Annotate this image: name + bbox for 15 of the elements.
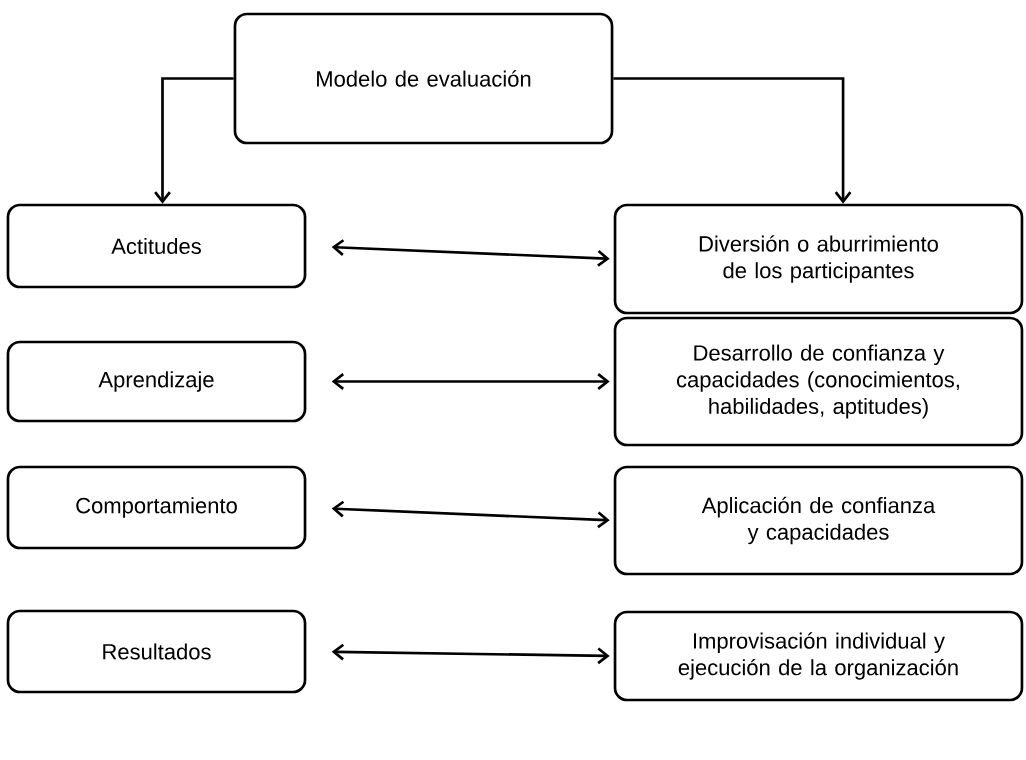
process-box: Actitudes: [6, 203, 307, 289]
process-box: Resultados: [6, 609, 307, 694]
process-box: Aprendizaje: [6, 340, 307, 423]
process-box: Desarrollo de confianza y capacidades (conocimientos, habilidades, aptitudes): [613, 316, 1024, 447]
double-arrow: [331, 500, 610, 529]
process-box: Comportamiento: [6, 465, 307, 550]
process-box: Improvisación individual y ejecución de la organización: [613, 610, 1024, 702]
process-box: Aplicación de confianza y capacidades: [613, 465, 1024, 576]
process-box: Modelo de evaluación: [233, 12, 614, 145]
process-box: Diversión o aburrimiento de los participantes: [613, 203, 1024, 315]
arrow: [154, 77, 234, 204]
arrow: [613, 77, 852, 204]
double-arrow: [331, 373, 610, 390]
double-arrow: [331, 239, 610, 267]
double-arrow: [331, 643, 610, 665]
